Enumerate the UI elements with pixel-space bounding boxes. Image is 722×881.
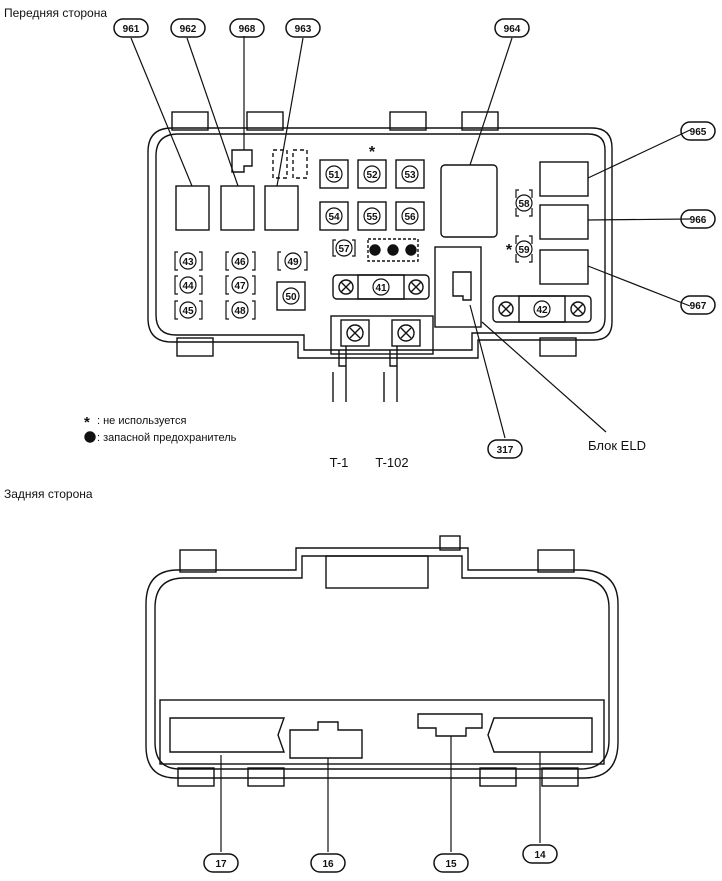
fuse-59: 59 [518, 245, 530, 256]
callout-16: 16 [322, 859, 334, 870]
connector-17 [169, 717, 285, 753]
front-side-title: Передняя сторона [4, 6, 108, 20]
back-leader-lines [220, 736, 541, 852]
legend-unused-text: : не используется [97, 415, 186, 427]
connector-14 [487, 717, 593, 753]
fuse-52: 52 [366, 170, 378, 181]
fuse-47: 47 [234, 281, 246, 292]
callout-968: 968 [239, 24, 256, 35]
legend-unused-symbol: * [84, 414, 90, 431]
fuse-45: 45 [182, 306, 194, 317]
fuse-51: 51 [328, 170, 340, 181]
spare-fuse-legend-dot [84, 431, 96, 443]
eld-unit-label: Блок ELD [588, 438, 646, 453]
relay-965 [539, 161, 589, 197]
fuse-bracket-slots [174, 189, 533, 320]
fuse-squares [276, 159, 425, 311]
callout-965: 965 [690, 127, 707, 138]
relay-962 [220, 185, 255, 231]
fuse-43: 43 [182, 257, 194, 268]
back-side-title: Задняя сторона [4, 487, 93, 501]
terminal-block [330, 315, 434, 402]
front-housing [147, 111, 613, 359]
fuse-55: 55 [366, 212, 378, 223]
fuse-57: 57 [338, 244, 350, 255]
fuse-49: 49 [287, 257, 299, 268]
fuse-58: 58 [518, 199, 530, 210]
relay-967 [539, 249, 589, 285]
terminal-t1-label: T-1 [330, 455, 349, 470]
back-callout-boxes [203, 844, 558, 873]
callout-961: 961 [123, 24, 140, 35]
fuse-48: 48 [234, 306, 246, 317]
spare-fuse-block [367, 238, 419, 262]
fuse-56: 56 [404, 212, 416, 223]
fuse-53: 53 [404, 170, 416, 181]
relay-961 [175, 185, 210, 231]
relay-968 [231, 149, 253, 173]
elb-connector [452, 271, 472, 301]
fuse-50: 50 [285, 292, 297, 303]
fuse-41: 41 [375, 283, 387, 294]
callout-962: 962 [180, 24, 197, 35]
relay-966 [539, 204, 589, 240]
legend-spare-text: : запасной предохранитель [97, 432, 237, 444]
callout-14: 14 [534, 850, 546, 861]
connector-16 [289, 721, 363, 759]
unused-mark-59: * [506, 242, 513, 259]
connector-15 [417, 713, 483, 737]
callout-964: 964 [504, 24, 521, 35]
fuse-44: 44 [182, 281, 194, 292]
bolt-fuse-42 [492, 295, 592, 323]
terminal-t102-label: T-102 [375, 455, 408, 470]
callout-963: 963 [295, 24, 312, 35]
callout-317: 317 [497, 445, 514, 456]
relay-963 [264, 185, 299, 231]
fuse-54: 54 [328, 212, 340, 223]
fuse-number-circles [179, 165, 551, 319]
relay-964 [440, 164, 498, 238]
front-leader-lines [130, 36, 691, 439]
bolt-fuse-41 [332, 274, 430, 300]
elb-unit-box [434, 246, 482, 328]
callout-966: 966 [690, 215, 707, 226]
fuse-46: 46 [234, 257, 246, 268]
fuse-42: 42 [536, 305, 548, 316]
unused-mark-52: * [369, 144, 376, 161]
callout-17: 17 [215, 859, 227, 870]
callout-967: 967 [690, 301, 707, 312]
back-housing [145, 535, 619, 787]
front-callout-boxes [113, 18, 716, 459]
unused-slot [272, 149, 308, 179]
callout-15: 15 [445, 859, 457, 870]
